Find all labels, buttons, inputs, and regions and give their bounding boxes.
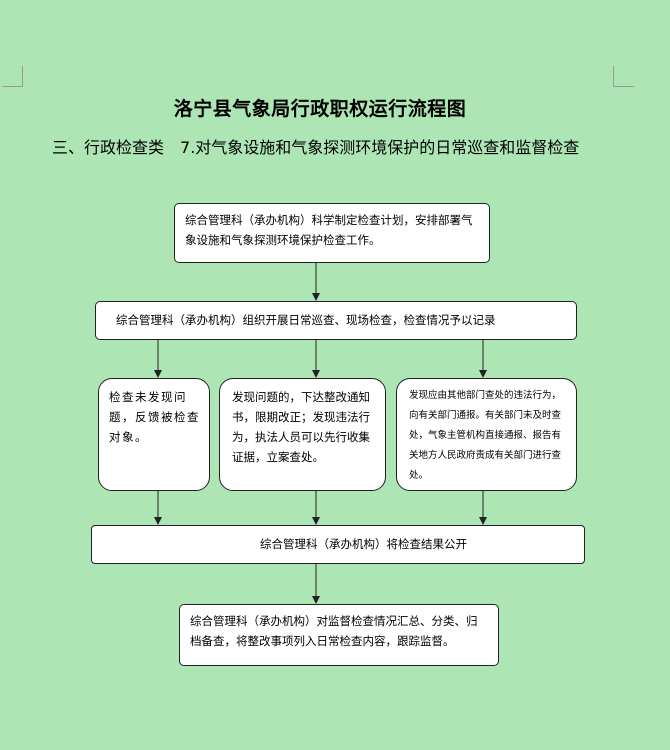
step-inspect-box: 综合管理科（承办机构）组织开展日常巡查、现场检查，检查情况予以记录 [95, 301, 577, 340]
item-label: 7.对气象设施和气象探测环境保护的日常巡查和监督检查 [180, 138, 580, 157]
step-publish-box: 综合管理科（承办机构）将检查结果公开 [91, 525, 585, 564]
branch-no-issue-box: 检查未发现问题，反馈被检查对象。 [98, 378, 210, 491]
page-corner-mark-right [613, 66, 634, 87]
branch-refer-box: 发现应由其他部门查处的违法行为，向有关部门通报。有关部门未及时查处，气象主管机构… [396, 378, 577, 491]
step-summary-box: 综合管理科（承办机构）对监督检查情况汇总、分类、归档备查，将整改事项列入日常检查… [179, 604, 499, 666]
step-plan-box: 综合管理科（承办机构）科学制定检查计划，安排部署气象设施和气象探测环境保护检查工… [174, 203, 490, 263]
document-title: 洛宁县气象局行政职权运行流程图 [173, 98, 467, 120]
page-corner-mark-left [2, 66, 23, 87]
document-subtitle: 三、行政检查类 7.对气象设施和气象探测环境保护的日常巡查和监督检查 [52, 134, 652, 158]
section-label: 三、行政检查类 [52, 138, 165, 157]
branch-issue-found-box: 发现问题的，下达整改通知书，限期改正；发现违法行为，执法人员可以先行收集证据，立… [219, 378, 386, 491]
